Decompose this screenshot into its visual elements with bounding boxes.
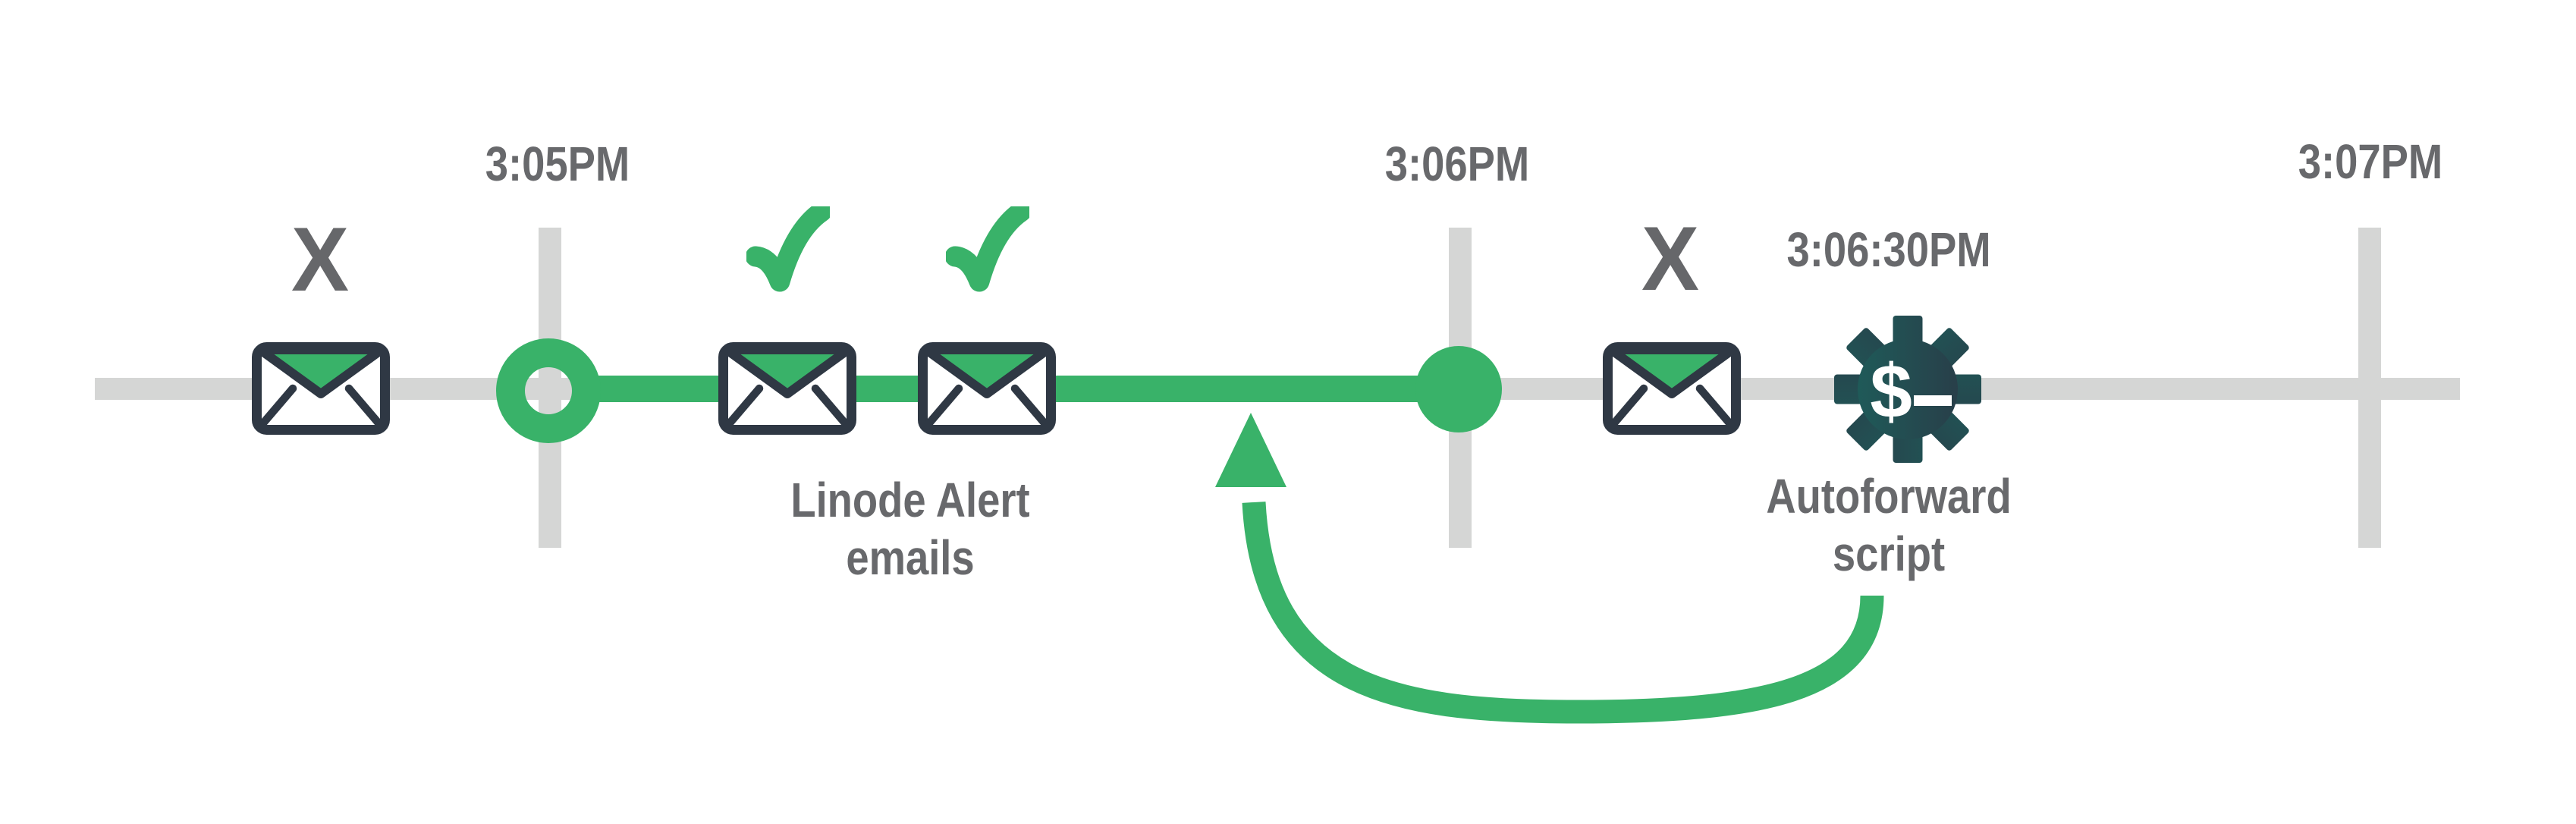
period-start-ring [496, 338, 601, 443]
caption-autoforward-line1: Autoforward [1766, 469, 2012, 524]
period-end-dot [1415, 346, 1502, 432]
tick-label-306: 3:06PM [1384, 137, 1530, 191]
envelope-missed-late-icon [1603, 342, 1741, 435]
envelope-flap [722, 345, 853, 398]
gear-cursor-underscore [1914, 395, 1952, 406]
envelope-fold-lines [724, 384, 851, 429]
tick-label-305: 3:05PM [485, 137, 630, 191]
envelope-fold-lines [1608, 384, 1736, 429]
tick-label-307: 3:07PM [2298, 134, 2443, 189]
envelope-alert-1-icon [718, 342, 856, 435]
autoforward-script-gear-icon: $ [1834, 316, 1981, 463]
caption-alert-emails-line2: emails [846, 530, 975, 585]
envelope-alert-2-icon [918, 342, 1056, 435]
envelope-flap [1607, 345, 1737, 398]
envelope-missed-early-icon [252, 342, 390, 435]
envelope-fold-lines [923, 384, 1051, 429]
timeline-tick-307 [2358, 228, 2381, 548]
envelope-fold-lines [257, 384, 385, 429]
envelope-flap [256, 345, 386, 398]
x-mark-late: X [1641, 208, 1700, 310]
envelope-flap [922, 345, 1052, 398]
checkmark-1-icon [746, 206, 830, 292]
checkmark-stroke [746, 206, 830, 292]
event-time-label: 3:06:30PM [1786, 222, 1991, 277]
caption-alert-emails-line1: Linode Alert [790, 473, 1030, 527]
checkmark-stroke [946, 206, 1029, 292]
checkmark-2-icon [946, 206, 1029, 292]
arrow-curve [1242, 502, 1884, 724]
caption-autoforward-line2: script [1832, 527, 1946, 581]
gear-body [1858, 339, 1958, 439]
x-mark-early: X [291, 209, 350, 310]
arrow-head [1215, 413, 1286, 487]
gear-prompt-symbol: $ [1870, 349, 1912, 434]
